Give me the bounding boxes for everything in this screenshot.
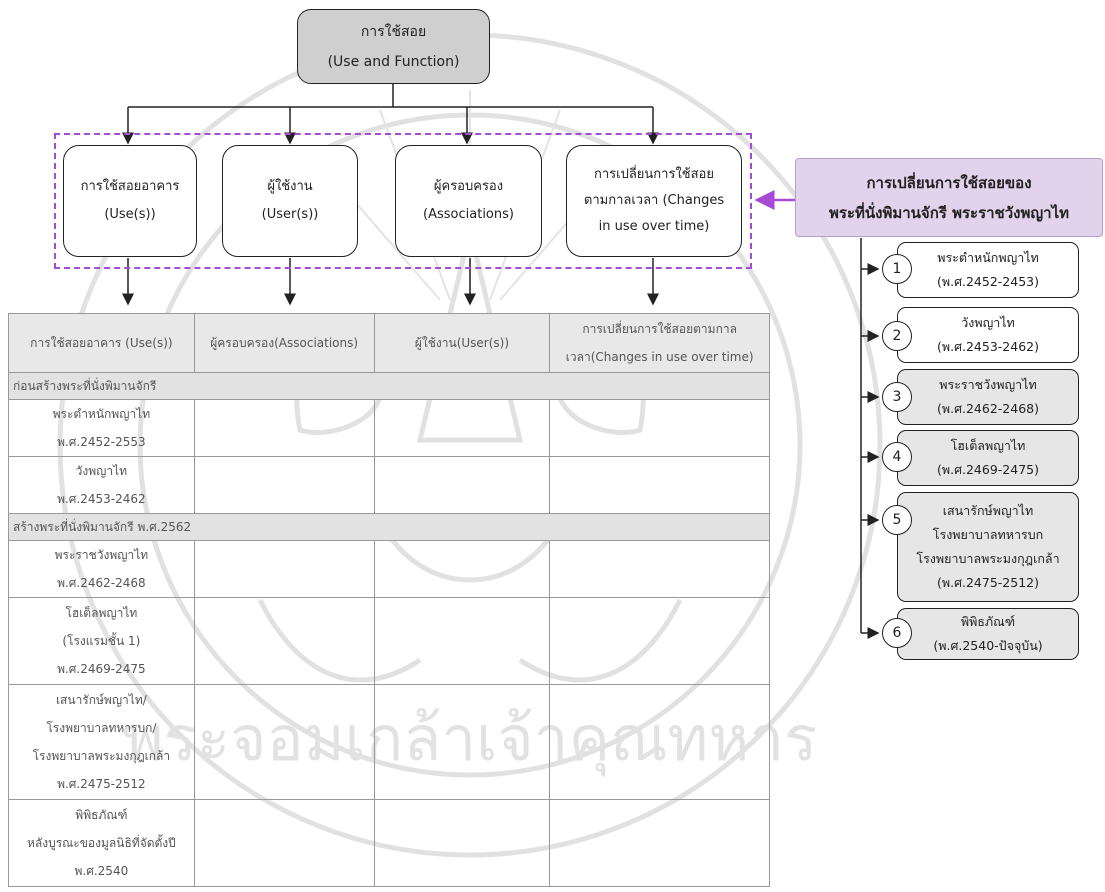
timeline-number-4: 4 [882,442,912,472]
category-changes-label-line2: ตามกาลเวลา (Changes [583,193,725,208]
timeline-item-5-name-2: โรงพยาบาลทหารบก [932,527,1044,542]
row-label: โฮเต็ลพญาไท(โรงแรมชั้น 1)พ.ศ.2469-2475 [8,597,195,685]
table-cell [193,399,375,457]
category-uses-label: การใช้สอยอาคาร [80,179,180,194]
timeline-item-2-period: (พ.ศ.2453-2462) [936,339,1039,354]
table-cell [549,684,770,800]
category-group-outline [54,133,752,269]
root-node: การใช้สอย (Use and Function) [297,9,490,84]
timeline-number-5: 5 [882,505,912,535]
category-associations-sublabel: (Associations) [423,207,514,222]
table-section-row: สร้างพระที่นั่งพิมานจักรี พ.ศ.2562 [8,513,770,541]
table-cell [549,456,770,514]
table-cell [373,540,551,598]
header-associations: ผู้ครอบครอง(Associations) [193,313,375,373]
row-label: พระตำหนักพญาไทพ.ศ.2452-2553 [8,399,195,457]
category-changes-label: การเปลี่ยนการใช้สอย [593,167,714,182]
table-cell [193,799,375,887]
category-uses-node: การใช้สอยอาคาร (Use(s)) [63,145,197,257]
category-uses-sublabel: (Use(s)) [104,207,156,222]
root-subtitle: (Use and Function) [327,53,460,70]
table-section-row: ก่อนสร้างพระที่นั่งพิมานจักรี [8,372,770,400]
table-cell [193,456,375,514]
side-title-line2: พระที่นั่งพิมานจักรี พระราชวังพญาไท [829,203,1069,222]
table-cell [193,540,375,598]
section-label-after: สร้างพระที่นั่งพิมานจักรี พ.ศ.2562 [8,513,770,541]
table-row: พระราชวังพญาไทพ.ศ.2462-2468 [8,540,770,598]
timeline-number-3: 3 [882,382,912,412]
timeline-item-5-name: เสนารักษ์พญาไท [942,503,1034,518]
timeline-item-5-period: (พ.ศ.2475-2512) [936,575,1039,590]
timeline-item-6-name: พิพิธภัณฑ์ [960,614,1016,629]
table-row: พิพิธภัณฑ์หลังบูรณะของมูลนิธิที่จัดตั้งป… [8,799,770,887]
table-cell [193,684,375,800]
timeline-number-6: 6 [882,618,912,648]
timeline-item-3-period: (พ.ศ.2462-2468) [936,401,1039,416]
timeline-item-3: พระราชวังพญาไท (พ.ศ.2462-2468) [897,369,1079,425]
side-title-line1: การเปลี่ยนการใช้สอยของ [866,173,1032,192]
timeline-item-1-name: พระตำหนักพญาไท [937,250,1039,265]
timeline-item-4: โฮเต็ลพญาไท (พ.ศ.2469-2475) [897,430,1079,486]
table-row: วังพญาไทพ.ศ.2453-2462 [8,456,770,514]
table-cell [549,597,770,685]
root-title: การใช้สอย [360,23,427,40]
table-row: พระตำหนักพญาไทพ.ศ.2452-2553 [8,399,770,457]
category-associations-label: ผู้ครอบครอง [433,179,504,194]
table-cell [549,799,770,887]
header-changes: การเปลี่ยนการใช้สอยตามกาลเวลา(Changes in… [549,313,770,373]
timeline-item-1-period: (พ.ศ.2452-2453) [936,274,1039,289]
table-cell [373,456,551,514]
table-header-row: การใช้สอยอาคาร (Use(s)) ผู้ครอบครอง(Asso… [8,313,770,373]
category-changes-node: การเปลี่ยนการใช้สอย ตามกาลเวลา (Changes … [566,145,742,257]
table-cell [549,399,770,457]
timeline-item-6-period: (พ.ศ.2540-ปัจจุบัน) [933,638,1043,653]
timeline-number-1: 1 [882,254,912,284]
timeline-item-2: วังพญาไท (พ.ศ.2453-2462) [897,307,1079,363]
header-users: ผู้ใช้งาน(User(s)) [373,313,551,373]
table-cell [193,597,375,685]
row-label: เสนารักษ์พญาไท/โรงพยาบาลทหารบก/โรงพยาบาล… [8,684,195,800]
timeline-item-6: พิพิธภัณฑ์ (พ.ศ.2540-ปัจจุบัน) [897,608,1079,660]
category-changes-label-line3: in use over time) [598,219,710,234]
section-label-before: ก่อนสร้างพระที่นั่งพิมานจักรี [8,372,770,400]
table-cell [373,684,551,800]
category-users-sublabel: (User(s)) [261,207,319,222]
timeline-number-2: 2 [882,321,912,351]
timeline-item-5: เสนารักษ์พญาไท โรงพยาบาลทหารบก โรงพยาบาล… [897,492,1079,602]
header-uses: การใช้สอยอาคาร (Use(s)) [8,313,195,373]
row-label: พิพิธภัณฑ์หลังบูรณะของมูลนิธิที่จัดตั้งป… [8,799,195,887]
table-cell [373,399,551,457]
table-row: เสนารักษ์พญาไท/โรงพยาบาลทหารบก/โรงพยาบาล… [8,684,770,800]
side-title-box: การเปลี่ยนการใช้สอยของ พระที่นั่งพิมานจั… [795,158,1103,237]
category-users-label: ผู้ใช้งาน [267,179,313,194]
timeline-item-4-period: (พ.ศ.2469-2475) [936,462,1039,477]
timeline-item-1: พระตำหนักพญาไท (พ.ศ.2452-2453) [897,242,1079,298]
table-cell [549,540,770,598]
table-cell [373,597,551,685]
timeline-item-4-name: โฮเต็ลพญาไท [950,438,1026,453]
timeline-item-3-name: พระราชวังพญาไท [939,377,1037,392]
row-label: พระราชวังพญาไทพ.ศ.2462-2468 [8,540,195,598]
timeline-item-2-name: วังพญาไท [961,315,1015,330]
row-label: วังพญาไทพ.ศ.2453-2462 [8,456,195,514]
category-associations-node: ผู้ครอบครอง (Associations) [395,145,542,257]
category-users-node: ผู้ใช้งาน (User(s)) [222,145,358,257]
use-matrix-table: การใช้สอยอาคาร (Use(s)) ผู้ครอบครอง(Asso… [8,313,770,887]
table-cell [373,799,551,887]
table-row: โฮเต็ลพญาไท(โรงแรมชั้น 1)พ.ศ.2469-2475 [8,597,770,685]
timeline-item-5-name-3: โรงพยาบาลพระมงกุฎเกล้า [916,551,1060,566]
